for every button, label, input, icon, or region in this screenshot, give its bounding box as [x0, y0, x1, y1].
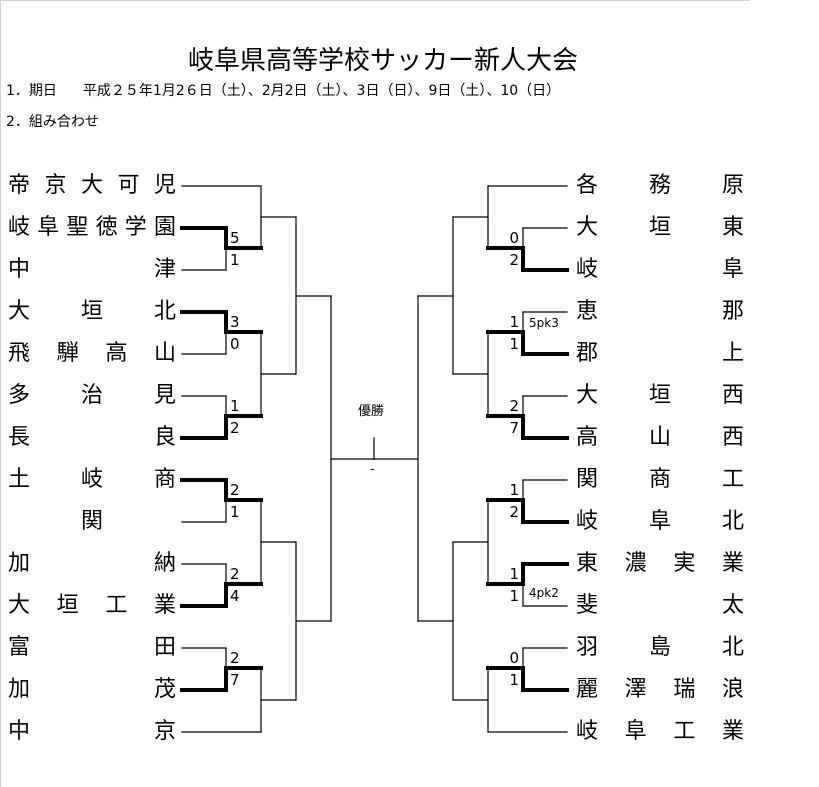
team-name-right-2: 岐阜 — [576, 257, 744, 282]
team-name-left-5: 多治見 — [8, 383, 176, 408]
team-name-right-1: 大垣東 — [576, 215, 744, 240]
score: 2 — [230, 481, 240, 499]
team-name-left-7: 土岐商 — [8, 467, 176, 492]
score: 2 — [230, 565, 240, 583]
team-name-right-10: 斐太 — [576, 593, 744, 618]
team-name-right-13: 岐阜工業 — [576, 719, 744, 744]
score: 1 — [509, 565, 519, 583]
team-name-left-2: 中津 — [8, 257, 176, 282]
pairing-label: 2．組み合わせ — [6, 114, 99, 130]
team-name-left-12: 加茂 — [8, 677, 176, 702]
score: 4 — [230, 587, 240, 605]
score: 0 — [509, 649, 519, 667]
page-border-left — [0, 0, 1, 787]
pk-result: 5pk3 — [529, 316, 559, 330]
score: 1 — [509, 481, 519, 499]
score: 5 — [230, 229, 240, 247]
page-border-top — [0, 0, 750, 1]
team-name-right-5: 大垣西 — [576, 383, 744, 408]
team-name-left-11: 富田 — [8, 635, 176, 660]
team-name-right-4: 郡上 — [576, 341, 744, 366]
score: 1 — [509, 335, 519, 353]
score: 1 — [509, 587, 519, 605]
schedule-label: 1．期日 — [6, 83, 57, 99]
score: 3 — [230, 313, 240, 331]
score: 2 — [230, 419, 240, 437]
score: 1 — [230, 503, 240, 521]
team-name-right-8: 岐阜北 — [576, 509, 744, 534]
champion-label: 優勝 — [358, 404, 385, 419]
schedule: 1．期日 平成２５年1月2６日（土）、2月2日（土）、3日（日）、9日（土）、10… — [6, 80, 560, 100]
team-name-right-9: 東濃実業 — [576, 551, 744, 576]
page-title: 岐阜県高等学校サッカー新人大会 — [188, 46, 579, 76]
score: 2 — [509, 397, 519, 415]
score: 0 — [509, 229, 519, 247]
score: 0 — [230, 335, 240, 353]
team-name-left-8: 関 — [80, 509, 103, 534]
team-name-left-0: 帝京大可児 — [8, 173, 176, 198]
team-name-left-9: 加納 — [8, 551, 176, 576]
score: 2 — [509, 251, 519, 269]
score: 1 — [509, 313, 519, 331]
score: 7 — [230, 671, 240, 689]
team-name-left-13: 中京 — [8, 719, 176, 744]
score: 1 — [230, 397, 240, 415]
schedule-dates: 平成２５年1月2６日（土）、2月2日（土）、3日（日）、9日（土）、10（日） — [82, 83, 561, 99]
pk-result: 4pk2 — [529, 586, 559, 600]
team-name-left-4: 飛騨高山 — [8, 341, 176, 366]
team-name-left-3: 大垣北 — [8, 299, 176, 324]
score: 2 — [509, 503, 519, 521]
team-name-right-11: 羽島北 — [576, 635, 744, 660]
team-name-left-10: 大垣工業 — [8, 593, 176, 618]
score: 1 — [230, 251, 240, 269]
team-name-right-7: 関商工 — [576, 467, 744, 492]
team-name-right-6: 高山西 — [576, 425, 744, 450]
team-name-right-0: 各務原 — [576, 173, 744, 198]
team-name-right-12: 麗澤瑞浪 — [576, 677, 744, 702]
team-name-left-1: 岐阜聖徳学園 — [8, 215, 176, 240]
score: 7 — [509, 419, 519, 437]
score: 1 — [509, 671, 519, 689]
score: 2 — [230, 649, 240, 667]
champion-name: - — [370, 462, 375, 477]
team-name-right-3: 恵那 — [576, 299, 744, 324]
team-name-left-6: 長良 — [8, 425, 176, 450]
